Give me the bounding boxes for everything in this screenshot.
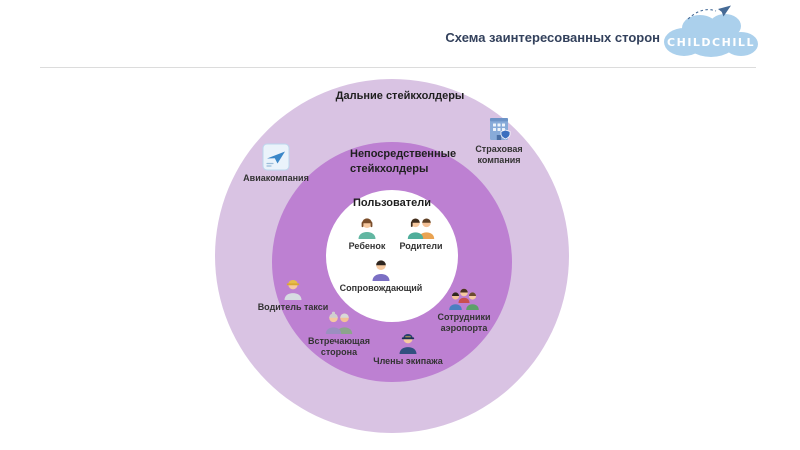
stakeholder-label: Родители: [399, 241, 443, 251]
stakeholder-item-airline: Авиакомпания: [228, 143, 324, 184]
stakeholder-label: Водитель такси: [257, 302, 329, 312]
stakeholder-label: Сопровождающий: [339, 283, 423, 293]
stakeholder-item-airport-staff: Сотрудники аэропорта: [416, 286, 512, 335]
stakeholder-label: Ребенок: [348, 241, 386, 251]
middle-ring-label: Непосредственные стейкхолдеры: [350, 148, 457, 176]
page-title: Схема заинтересованных сторон: [445, 30, 660, 45]
stakeholder-item-chaperone: Сопровождающий: [333, 257, 429, 294]
childchill-logo: CHILDCHILL: [656, 2, 766, 64]
stakeholder-item-crew: Члены экипажа: [360, 330, 456, 367]
stakeholder-item-greeting-party: Встречающая сторона: [291, 310, 387, 359]
staff-group-icon: [449, 288, 479, 310]
stakeholder-item-child: Ребенок: [319, 215, 415, 252]
header-divider: [40, 67, 756, 68]
inner-ring-label: Пользователи: [352, 197, 431, 209]
stakeholder-label: Авиакомпания: [243, 173, 309, 183]
stakeholder-item-insurance: Страховая компания: [451, 114, 547, 167]
building-icon: [490, 118, 511, 140]
airplane-icon: [262, 143, 290, 171]
stakeholder-label: Сотрудники аэропорта: [437, 312, 491, 334]
outer-ring-label: Дальние стейкхолдеры: [335, 90, 465, 102]
taxi-driver-icon: [284, 280, 302, 300]
cloud-logo-icon: CHILDCHILL: [664, 5, 758, 57]
stakeholder-label: Встречающая сторона: [307, 336, 371, 358]
child-icon: [358, 218, 376, 239]
chaperone-icon: [372, 260, 390, 281]
logo-text: CHILDCHILL: [667, 36, 755, 49]
stakeholder-item-taxi-driver: Водитель такси: [245, 276, 341, 313]
paper-plane-icon: [718, 5, 731, 17]
users-ring: [326, 190, 458, 322]
stakeholder-item-parents: Родители: [373, 215, 469, 252]
parents-icon: [407, 218, 435, 239]
elderly-couple-icon: [325, 311, 353, 334]
stakeholder-label: Члены экипажа: [373, 356, 443, 366]
pilot-icon: [399, 334, 417, 354]
stakeholder-label: Страховая компания: [475, 144, 523, 166]
